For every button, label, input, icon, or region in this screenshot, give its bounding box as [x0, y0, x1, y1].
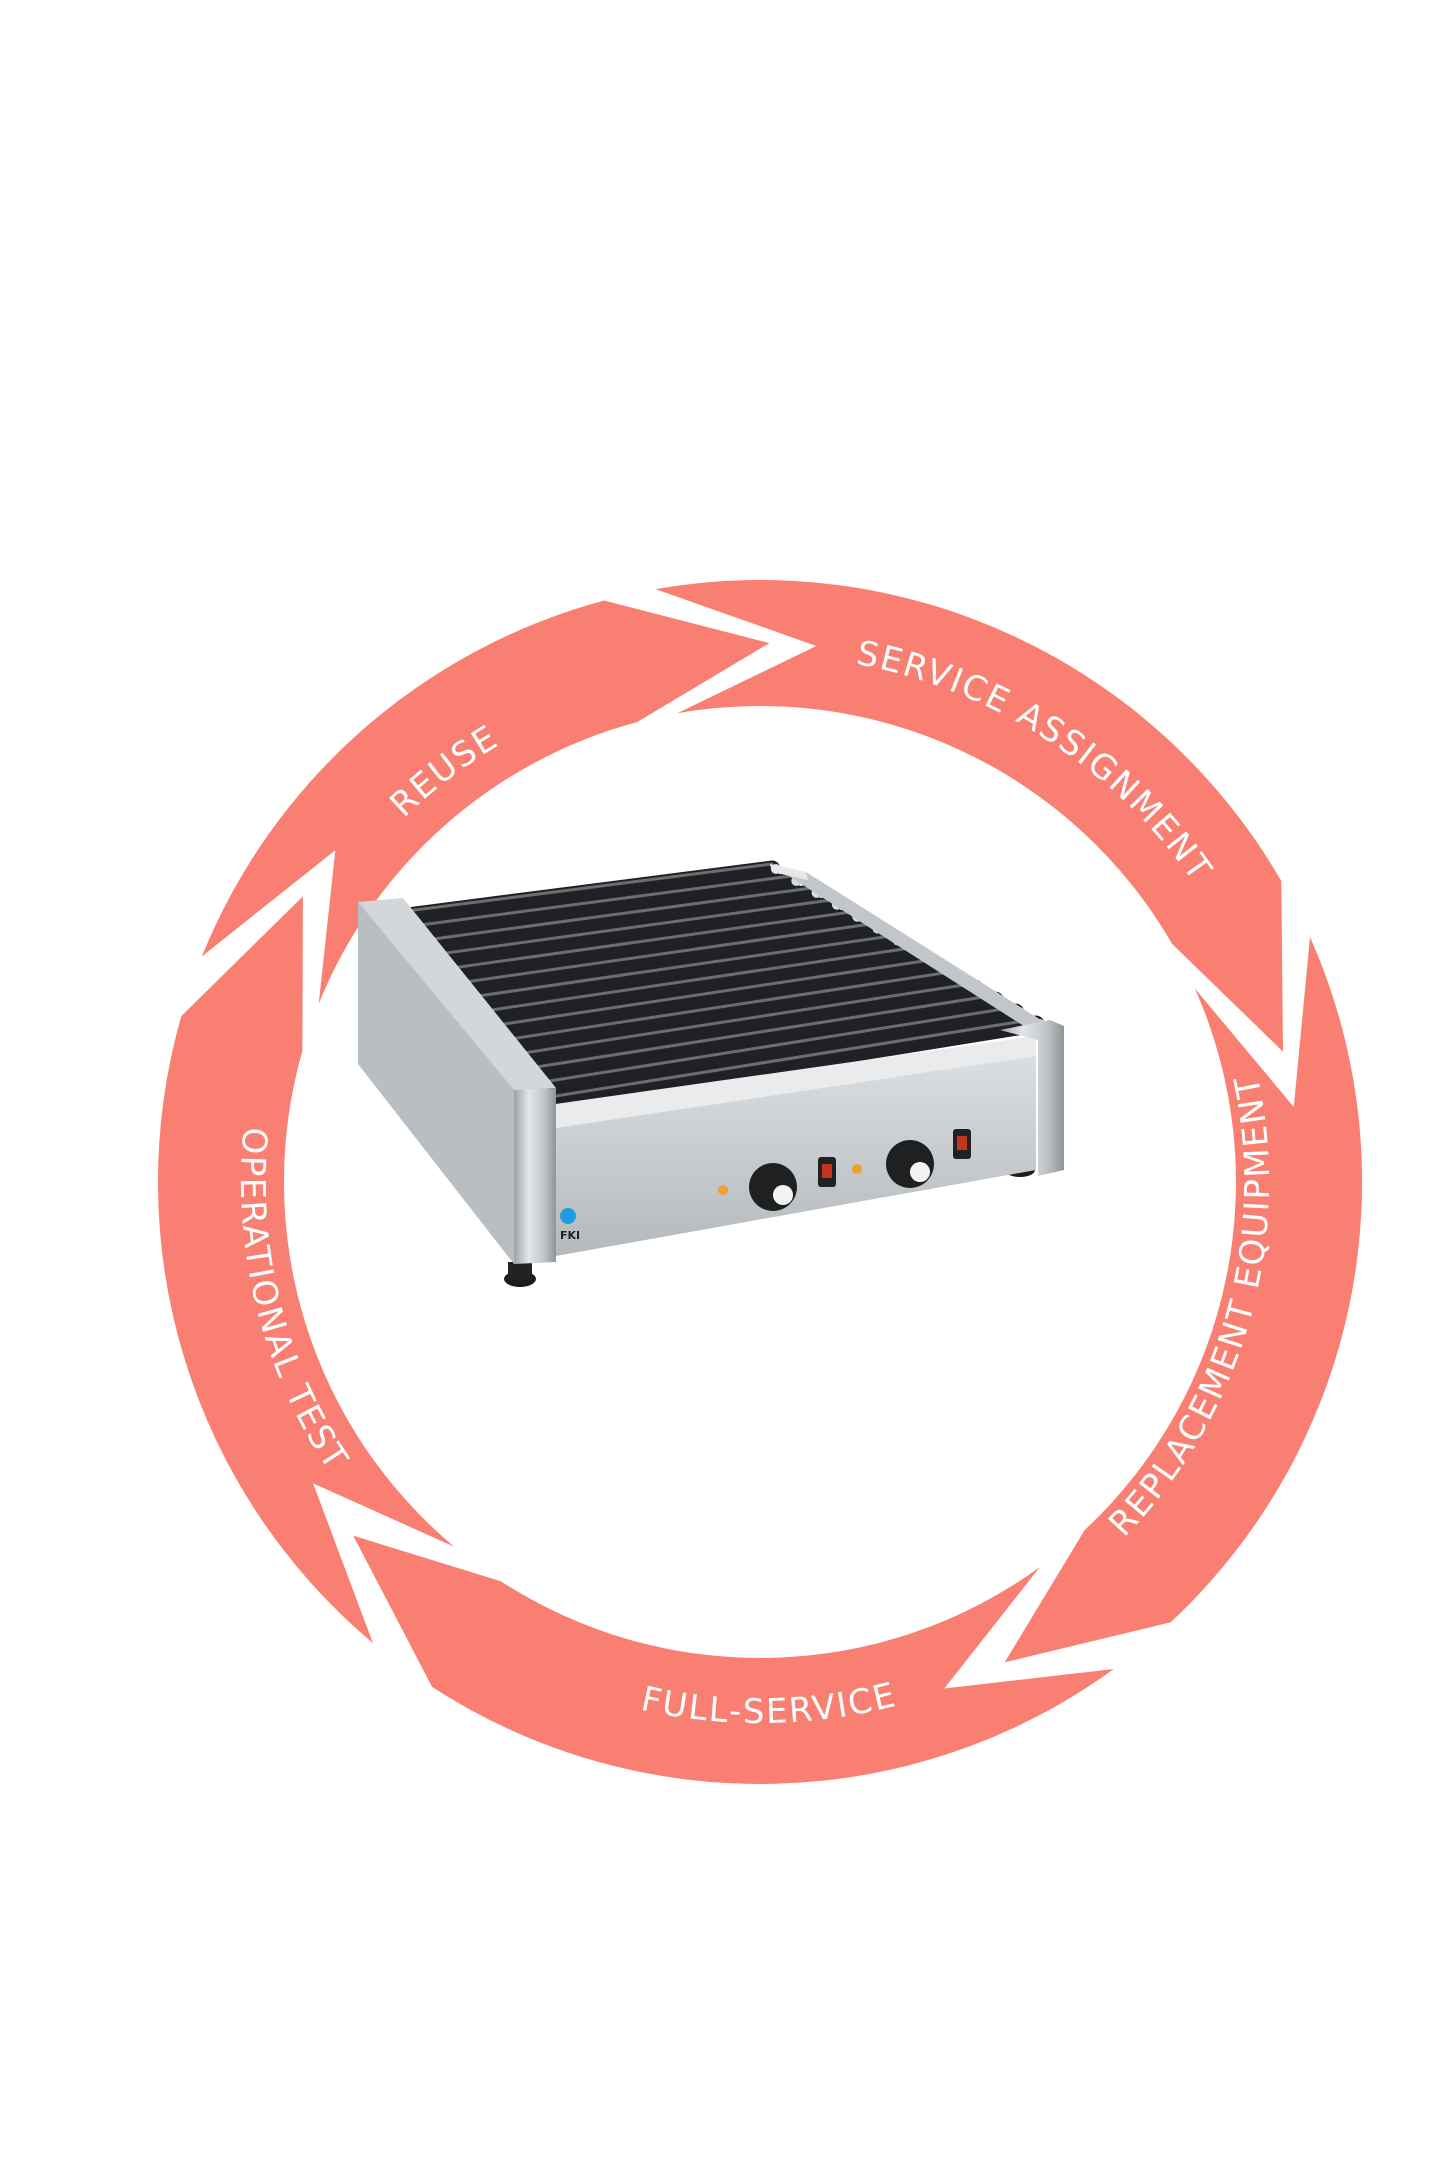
grill-drip-tray [556, 1036, 1036, 1128]
roller [467, 932, 903, 1010]
roller [547, 1015, 1045, 1110]
grill-left-wall-front [514, 1088, 556, 1264]
roller [455, 920, 883, 996]
roller-highlight [462, 922, 876, 984]
roller [513, 979, 984, 1067]
roller-highlight [474, 934, 896, 998]
roller [536, 1003, 1025, 1096]
grill-right-wall [1000, 1020, 1064, 1176]
arrow-operational-test [157, 896, 455, 1644]
grill-back-wall-top [770, 864, 808, 880]
roller-highlight [439, 898, 835, 956]
roller-highlight [485, 945, 916, 1013]
arrow-replacement-equipment [1004, 937, 1363, 1663]
roller-highlight [543, 1005, 1018, 1084]
roller-highlight [497, 957, 936, 1027]
roller [501, 967, 964, 1053]
thermostat-knob-icon [749, 1163, 797, 1211]
roller-highlight [428, 886, 815, 941]
arrow-full-service [353, 1535, 1114, 1784]
roller-highlight [451, 910, 855, 970]
brand-logo-text: FKI [560, 1229, 580, 1242]
roller-group [398, 860, 1045, 1110]
indicator-light-icon [718, 1185, 728, 1195]
thermostat-knob-icon [886, 1140, 934, 1188]
roller-highlight [405, 862, 774, 913]
roller-highlight [520, 981, 977, 1055]
roller [432, 896, 842, 968]
power-switch-lamp [957, 1136, 967, 1150]
roller-highlight [531, 993, 997, 1070]
roller-highlight [508, 969, 957, 1041]
grill-back-wall [770, 864, 1060, 1032]
roller-highlight [416, 874, 794, 927]
power-switch-lamp [822, 1164, 832, 1178]
roller [421, 884, 822, 953]
thermostat-knob-cap [773, 1185, 793, 1205]
thermostat-knob-cap [910, 1162, 930, 1182]
cycle-arrows [157, 579, 1363, 1784]
roller [478, 943, 923, 1025]
grill-left-wall-side [358, 902, 514, 1264]
roller-highlight [554, 1017, 1038, 1098]
grill-left-wall [358, 898, 556, 1090]
roller [490, 955, 943, 1039]
brand-logo-icon [560, 1208, 576, 1224]
roller [524, 991, 1004, 1082]
roller [409, 872, 801, 939]
roller [398, 860, 781, 925]
grill-foot [508, 1262, 532, 1280]
arrow-reuse [201, 600, 770, 1004]
indicator-light-icon [852, 1164, 862, 1174]
roller [444, 908, 862, 982]
arrow-service-assignment [655, 579, 1283, 1052]
roller-grill-illustration: FKI [358, 860, 1064, 1287]
